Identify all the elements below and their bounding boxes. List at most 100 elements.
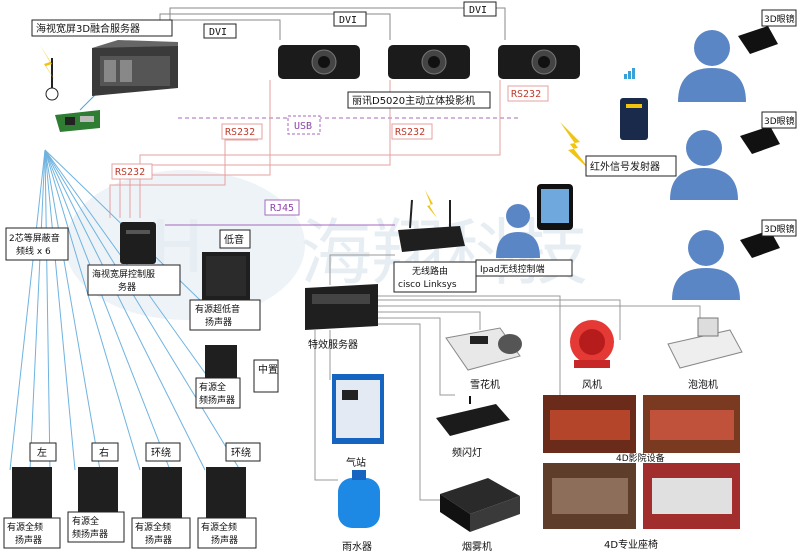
seat-device-label: 4D影院设备 bbox=[616, 452, 665, 464]
ir-wifi-icon bbox=[624, 68, 635, 79]
rs232-box-4 bbox=[111, 163, 153, 180]
bubble-machine-label: 泡泡机 bbox=[688, 378, 718, 391]
speaker-left-caption-2: 扬声器 bbox=[15, 534, 42, 546]
rs232-label-4: RS232 bbox=[115, 167, 145, 178]
emitter-antenna bbox=[40, 45, 59, 101]
speaker-right-caption-2: 频扬声器 bbox=[72, 528, 108, 540]
center-title-1: 中置 bbox=[258, 363, 278, 376]
speaker-right-caption-box bbox=[67, 511, 125, 543]
glasses-user-3: 3D眼镜 bbox=[672, 219, 797, 300]
rs232-line-3 bbox=[139, 80, 501, 218]
projector-1 bbox=[278, 45, 360, 79]
effects-server-label: 特效服务器 bbox=[308, 338, 358, 351]
speaker-surround-1-label: 环绕 bbox=[151, 446, 171, 459]
router: 无线路由 cisco Linksys bbox=[393, 190, 477, 293]
line-bubble bbox=[375, 305, 701, 320]
rs232-line-1 bbox=[119, 80, 271, 218]
center-title-box bbox=[253, 359, 279, 393]
ir-signal-icon bbox=[560, 122, 590, 170]
glasses-label-1: 3D眼镜 bbox=[764, 13, 795, 25]
cable-label-group: 2芯等屏蔽音 频线 x 6 bbox=[5, 227, 69, 261]
speaker-surround-1-caption-1: 有源全频 bbox=[135, 521, 171, 533]
usb-label: USB bbox=[294, 121, 312, 132]
ipad-label-box bbox=[475, 259, 573, 277]
projector-3 bbox=[498, 45, 580, 79]
router-label-2: cisco Linksys bbox=[398, 280, 457, 290]
connections bbox=[9, 7, 701, 501]
capture-card bbox=[55, 110, 100, 132]
glasses-label-box-2 bbox=[761, 111, 797, 129]
wind-machine-label: 风机 bbox=[582, 378, 602, 391]
router-signal-icon bbox=[425, 190, 437, 218]
rs232-box-3 bbox=[507, 85, 549, 102]
router-label-box bbox=[393, 261, 477, 293]
center-caption-2: 频扬声器 bbox=[199, 394, 235, 406]
router-effects-line bbox=[329, 254, 395, 285]
subwoofer-title-box bbox=[219, 229, 251, 249]
dvi-label-3: DVI bbox=[469, 5, 487, 16]
control-server: 海视宽屏控制服 务器 bbox=[87, 222, 181, 296]
fog-machine-label: 烟雾机 bbox=[462, 540, 492, 553]
glasses-label-box-1 bbox=[761, 9, 797, 27]
subwoofer: 低音 有源超低音 扬声器 bbox=[189, 229, 261, 331]
rj45-box bbox=[264, 199, 300, 216]
projector-label-box bbox=[347, 91, 491, 109]
speaker-left: 左 有源全频 扬声器 bbox=[3, 442, 61, 549]
line-fog bbox=[375, 323, 448, 501]
glasses-user-2: 3D眼镜 bbox=[670, 111, 797, 200]
glasses-label-box-3 bbox=[761, 219, 797, 237]
dvi-label-box-2 bbox=[333, 11, 367, 27]
speaker-surround-1: 环绕 有源全频 扬声器 bbox=[131, 442, 191, 549]
wind-machine: 风机 bbox=[570, 320, 614, 391]
ipad-user-icon bbox=[496, 204, 540, 258]
line-snow bbox=[375, 311, 481, 330]
ipad-label: Ipad无线控制端 bbox=[480, 263, 545, 275]
router-label-1: 无线路由 bbox=[412, 265, 448, 277]
speaker-left-caption-1: 有源全频 bbox=[7, 521, 43, 533]
link-labels: DVI DVI DVI USB RS232 RS232 RS232 RS232 … bbox=[111, 1, 549, 216]
cable-label-box bbox=[5, 227, 69, 261]
center-speaker: 中置 有源全 频扬声器 bbox=[195, 345, 279, 409]
ir-emitter: 红外信号发射器 bbox=[560, 68, 677, 177]
seat-photos: 4D影院设备 4D专业座椅 bbox=[543, 395, 740, 551]
usb-label-box bbox=[287, 115, 321, 135]
speaker-left-label: 左 bbox=[37, 446, 47, 459]
center-caption-1: 有源全 bbox=[199, 381, 226, 393]
speaker-right: 右 有源全 频扬声器 bbox=[67, 442, 125, 543]
control-server-label-box bbox=[87, 264, 181, 296]
rs232-line-2 bbox=[129, 80, 391, 218]
speaker-surround-2: 环绕 有源全频 扬声器 bbox=[197, 442, 261, 549]
snow-machine: 雪花机 bbox=[445, 327, 522, 391]
center-caption-box bbox=[195, 377, 241, 409]
rs232-line-4 bbox=[109, 139, 258, 218]
glasses-label-2: 3D眼镜 bbox=[764, 115, 795, 127]
dvi-label-box-3 bbox=[463, 1, 497, 17]
subwoofer-title: 低音 bbox=[224, 233, 244, 246]
fog-machine: 烟雾机 bbox=[440, 478, 520, 553]
strobe-light: 频闪灯 bbox=[436, 396, 510, 459]
subwoofer-caption-box bbox=[189, 299, 261, 331]
strobe-label: 频闪灯 bbox=[452, 446, 482, 459]
rs232-box-1 bbox=[221, 123, 263, 140]
speaker-left-caption-box bbox=[3, 517, 61, 549]
projector-label: 丽讯D5020主动立体投影机 bbox=[352, 94, 475, 107]
speaker-surround-1-label-box bbox=[145, 442, 181, 462]
rs232-label-3: RS232 bbox=[511, 89, 541, 100]
ipad-controller: Ipad无线控制端 bbox=[475, 184, 573, 277]
dvi-label-1: DVI bbox=[209, 27, 227, 38]
rs232-label-2: RS232 bbox=[395, 127, 425, 138]
subwoofer-caption-1: 有源超低音 bbox=[195, 303, 240, 315]
cable-label-line1: 2芯等屏蔽音 bbox=[9, 232, 60, 244]
line-seats bbox=[375, 295, 561, 395]
projectors: 丽讯D5020主动立体投影机 bbox=[278, 45, 580, 109]
speaker-surround-2-caption-1: 有源全频 bbox=[201, 521, 237, 533]
effects-server: 特效服务器 bbox=[305, 284, 378, 351]
glasses-label-3: 3D眼镜 bbox=[764, 223, 795, 235]
cable-label-line2: 频线 x 6 bbox=[16, 245, 51, 257]
rs232-label-1: RS232 bbox=[225, 127, 255, 138]
dvi-label-box-1 bbox=[203, 23, 237, 39]
rain-machine-label: 雨水器 bbox=[342, 541, 372, 553]
air-pump: 气站 bbox=[332, 374, 384, 469]
control-server-label-1: 海视宽屏控制服 bbox=[92, 268, 155, 280]
